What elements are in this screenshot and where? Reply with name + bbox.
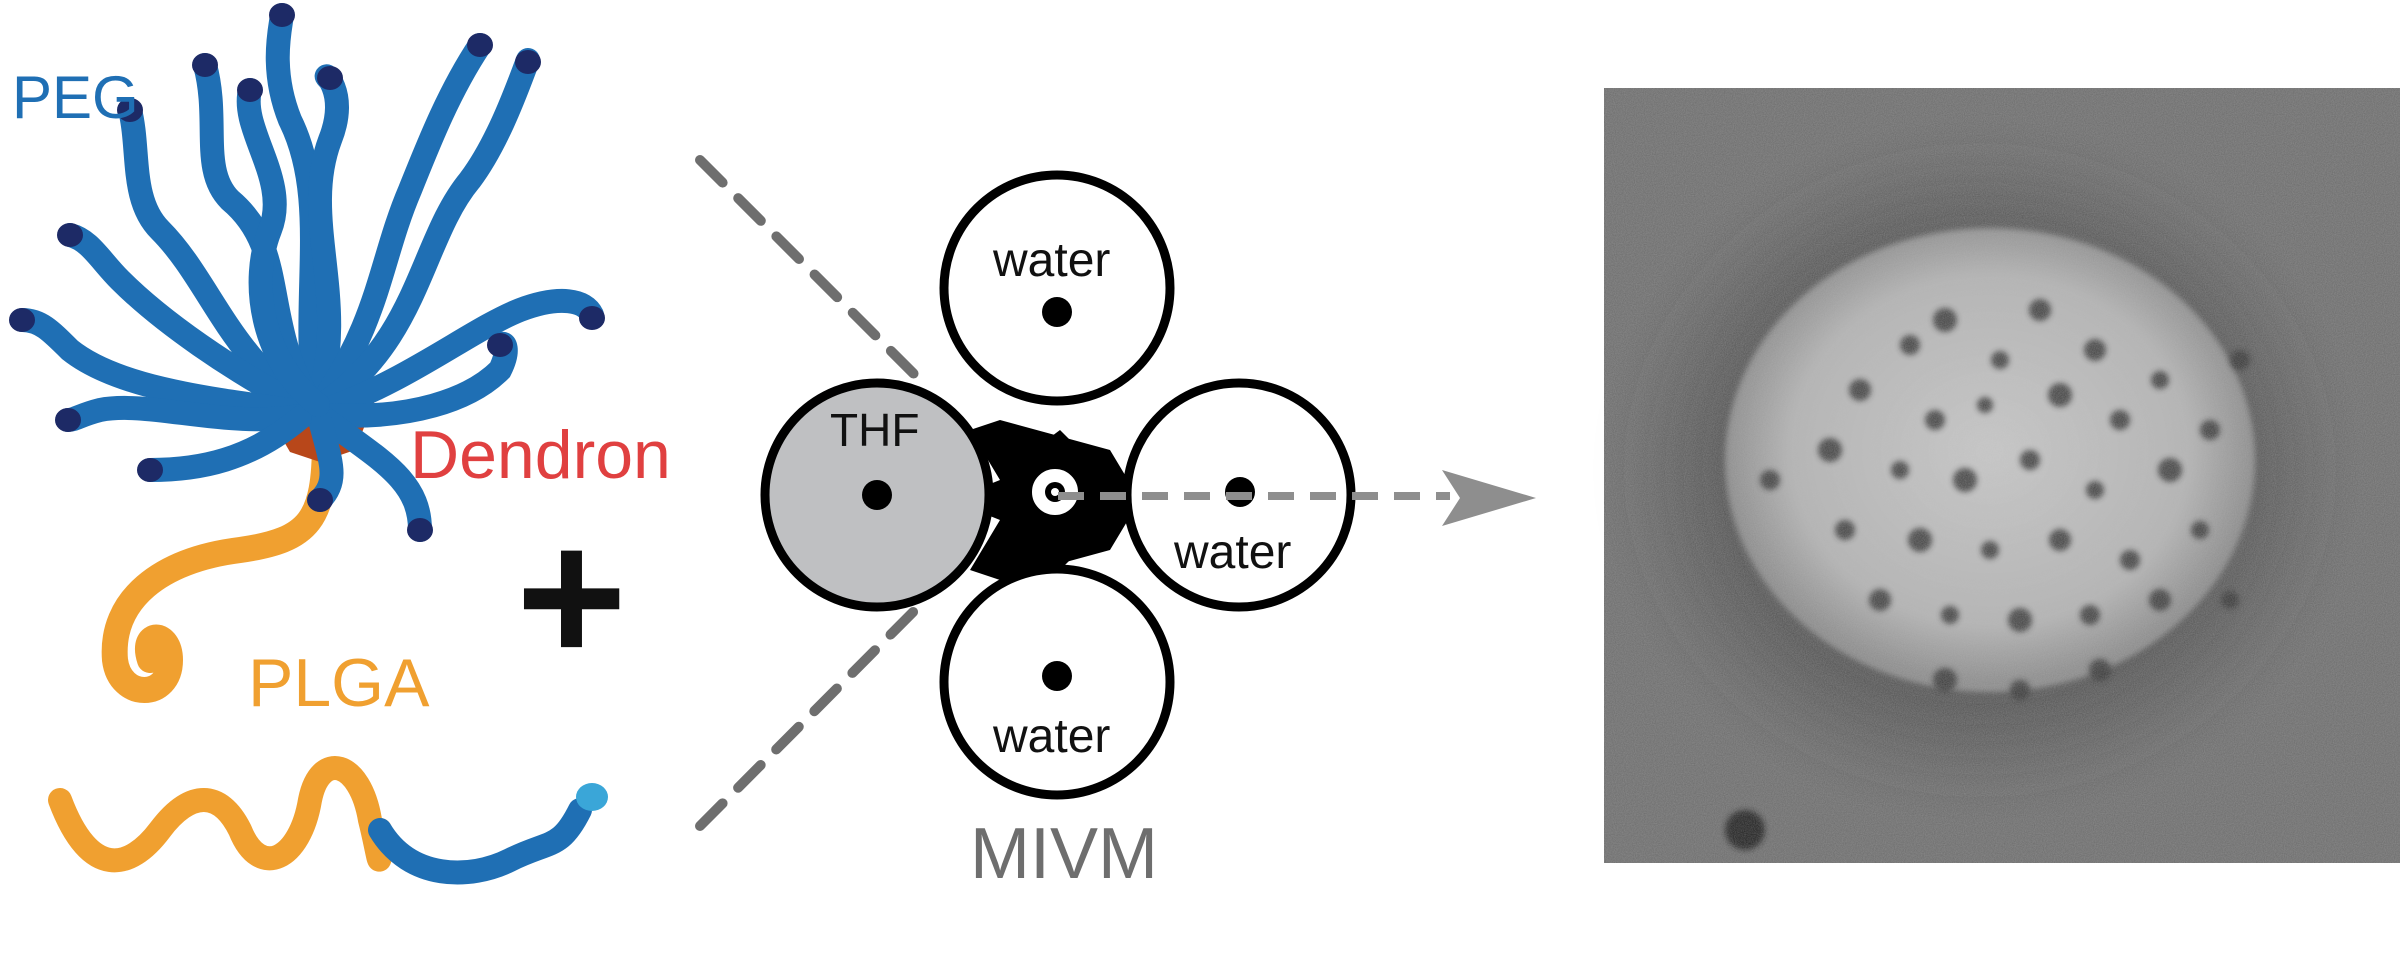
water-label-top: water (992, 234, 1110, 287)
water-label-right: water (1173, 526, 1291, 579)
output-arrow-head (1442, 470, 1536, 526)
nanoparticle-tem-micrograph (1604, 88, 2400, 863)
mivm-label: MIVM (970, 814, 1158, 894)
water-inlet-top (939, 170, 1175, 406)
plga-tail (101, 427, 338, 703)
cone-line-bottom (695, 595, 930, 831)
plga-label: PLGA (248, 645, 430, 721)
peg-label: PEG (12, 64, 139, 131)
cone-line-top (695, 155, 920, 380)
dendron-label: Dendron (410, 417, 671, 493)
polymer-illustration (9, 3, 605, 703)
plga-peg-chain (48, 756, 608, 885)
mivm-mixer: THF water water water MIVM (695, 155, 1536, 894)
water-label-bottom: water (992, 710, 1110, 763)
peg-end-caps (9, 3, 605, 542)
thf-label: THF (830, 404, 919, 456)
plus-sign: + (516, 491, 627, 703)
